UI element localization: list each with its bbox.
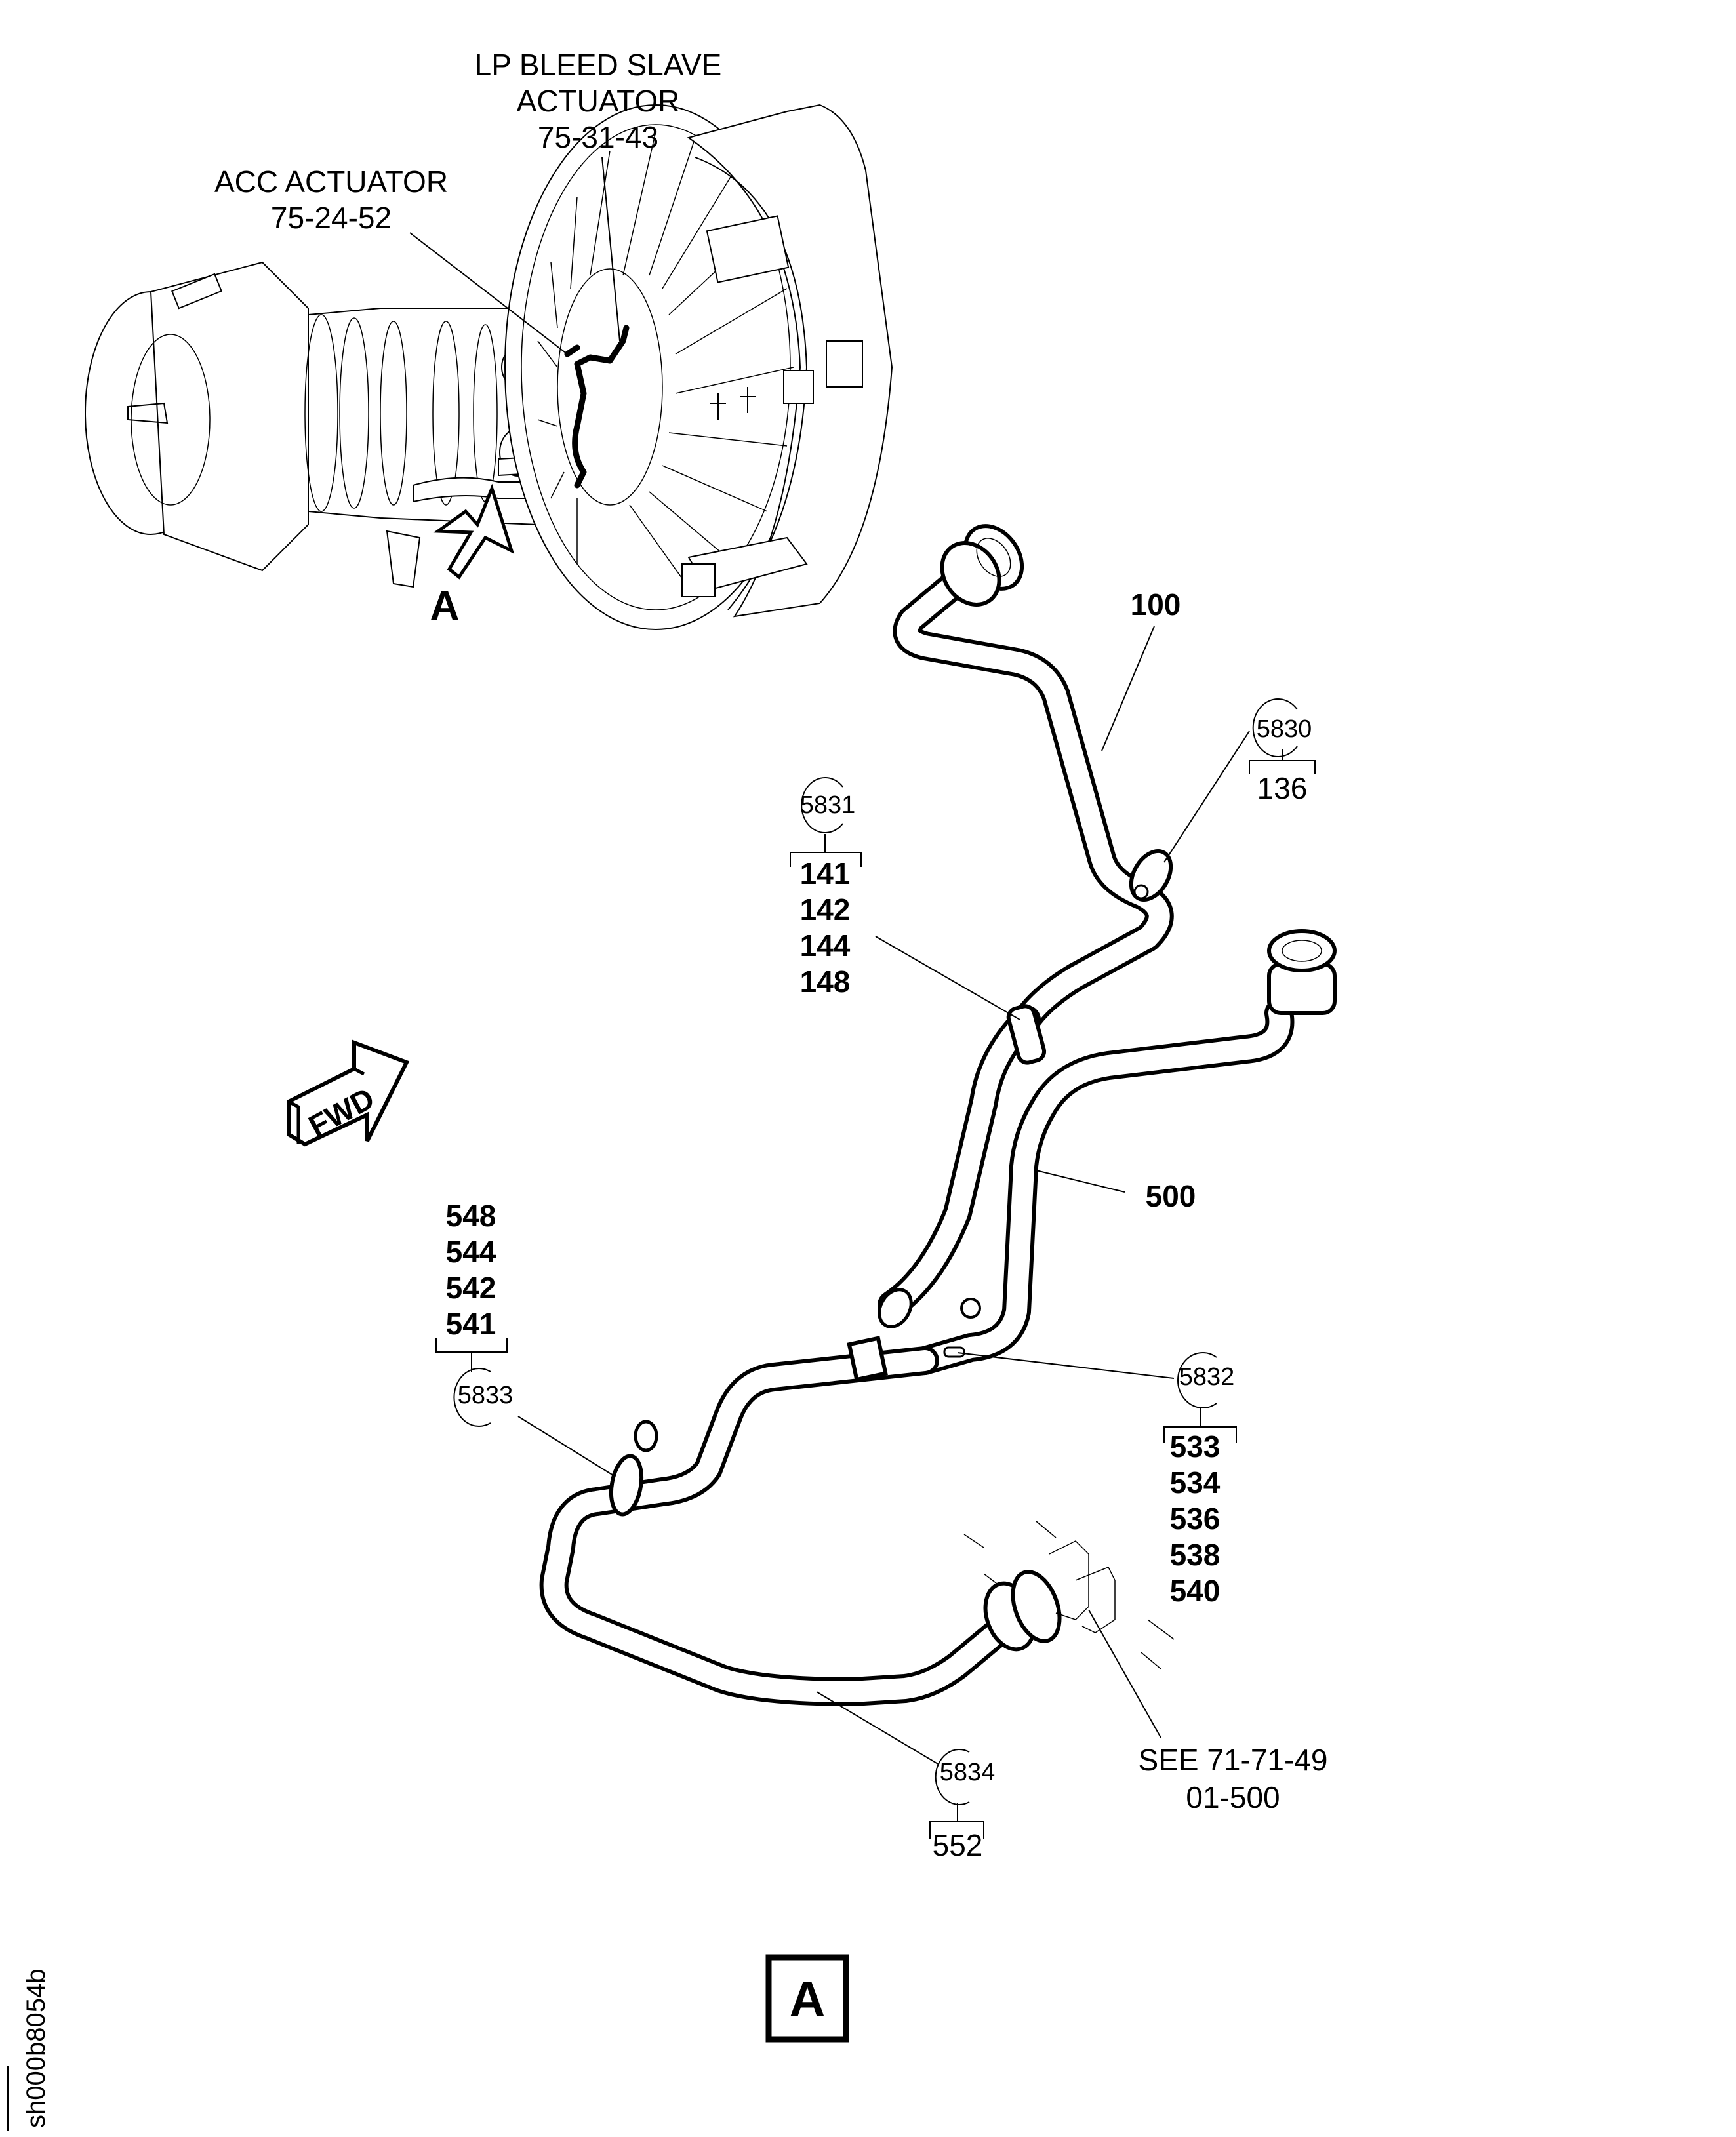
label-lp-bleed-slave-actuator: LP BLEED SLAVE ACTUATOR 75-31-43 bbox=[475, 48, 722, 154]
engine-exhaust-nozzle bbox=[85, 261, 309, 572]
callout-item: 141 bbox=[800, 856, 851, 890]
leader-acc bbox=[409, 232, 568, 355]
view-arrow-icon bbox=[433, 483, 515, 580]
label-line: ACTUATOR bbox=[517, 84, 680, 118]
label-line: 75-24-52 bbox=[271, 201, 392, 235]
fitting-top bbox=[940, 524, 1024, 607]
callout-item: 142 bbox=[800, 892, 851, 927]
clamp-5832-block bbox=[847, 1288, 981, 1382]
callout-figure-number: 5833 bbox=[458, 1382, 514, 1409]
label-line: 75-31-43 bbox=[538, 120, 658, 154]
callout-item: 538 bbox=[1170, 1538, 1221, 1572]
tube-assembly-detail bbox=[539, 524, 1337, 1706]
reference-note: SEE 71-71-49 01-500 bbox=[1088, 1609, 1328, 1814]
callout-figure-number: 5834 bbox=[940, 1759, 996, 1786]
clamp-5833 bbox=[609, 1420, 658, 1517]
callout-item: 552 bbox=[933, 1828, 983, 1862]
callout-5831: 5831 141 142 144 148 bbox=[790, 777, 1020, 1020]
tube-lower bbox=[539, 1346, 1175, 1706]
callout-5834: 5834 552 bbox=[816, 1691, 996, 1862]
callout-5833: 548 544 542 541 5833 bbox=[435, 1199, 614, 1476]
forward-direction-arrow: FWD bbox=[287, 1039, 410, 1147]
callout-figure-number: 5832 bbox=[1179, 1363, 1235, 1391]
sheet-id-text: sh000b8054b bbox=[22, 1969, 50, 2128]
label-line: ACC ACTUATOR bbox=[214, 165, 448, 199]
callout-item: 541 bbox=[446, 1307, 496, 1341]
callout-item: 534 bbox=[1170, 1466, 1221, 1500]
clamp-5831 bbox=[1006, 1004, 1047, 1065]
tube-100 bbox=[893, 524, 1174, 1034]
label-acc-actuator: ACC ACTUATOR 75-24-52 bbox=[214, 165, 448, 235]
callout-5832: 5832 533 534 536 538 540 bbox=[957, 1352, 1237, 1608]
callout-item: 540 bbox=[1170, 1574, 1221, 1608]
view-box-a: A bbox=[765, 1954, 849, 2043]
item-number: 500 bbox=[1146, 1179, 1196, 1213]
fitting-elbow-nut bbox=[1267, 929, 1337, 1015]
callout-5830: 5830 136 bbox=[1163, 698, 1316, 863]
view-box-letter: A bbox=[790, 1972, 826, 2027]
callout-item: 548 bbox=[446, 1199, 496, 1233]
callout-figure-number: 5830 bbox=[1257, 715, 1312, 743]
view-arrow-letter: A bbox=[430, 584, 460, 629]
fwd-arrow-icon bbox=[287, 1039, 410, 1147]
callout-item: 144 bbox=[800, 929, 851, 963]
tube-500 bbox=[910, 929, 1337, 1375]
tube-branch bbox=[878, 1005, 1041, 1319]
mating-part-phantom bbox=[963, 1521, 1175, 1669]
callout-item: 533 bbox=[1170, 1429, 1221, 1464]
callout-item: 544 bbox=[446, 1235, 496, 1269]
harness-location-highlight bbox=[564, 325, 630, 489]
engine-locator-view bbox=[85, 104, 893, 630]
clamp-5830 bbox=[1129, 849, 1173, 902]
callout-item: 148 bbox=[800, 965, 851, 999]
item-label-100: 100 bbox=[1101, 588, 1181, 751]
fitting-lower bbox=[983, 1570, 1062, 1652]
callout-item: 536 bbox=[1170, 1502, 1221, 1536]
callout-item: 542 bbox=[446, 1271, 496, 1305]
view-arrow-a: A bbox=[430, 483, 515, 629]
label-line: LP BLEED SLAVE bbox=[475, 48, 722, 82]
leader-lp-bleed bbox=[601, 157, 620, 342]
sheet-id: sh000b8054b bbox=[7, 1969, 50, 2131]
engine-fan-case bbox=[681, 104, 893, 618]
item-label-500: 500 bbox=[1036, 1170, 1196, 1213]
reference-note-line: SEE 71-71-49 bbox=[1139, 1743, 1328, 1777]
callout-item: 136 bbox=[1257, 771, 1308, 805]
item-number: 100 bbox=[1131, 588, 1181, 622]
reference-note-line: 01-500 bbox=[1186, 1780, 1280, 1814]
callout-figure-number: 5831 bbox=[800, 791, 856, 819]
